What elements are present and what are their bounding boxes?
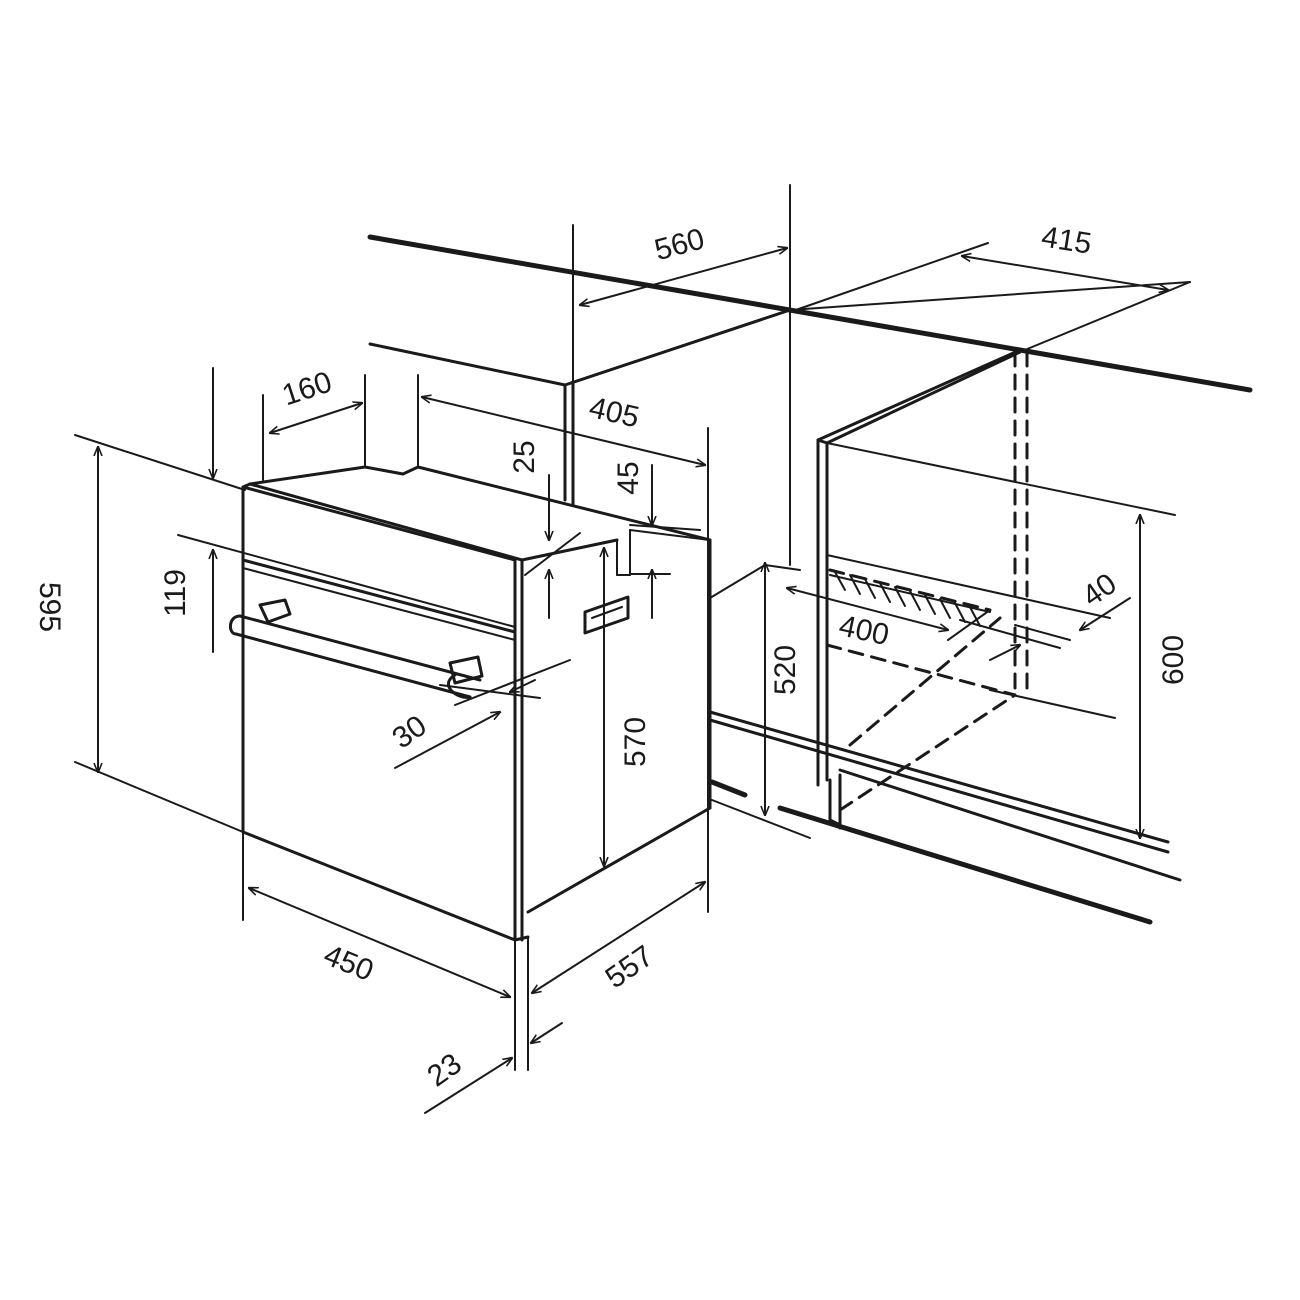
dim-570: 570 — [619, 717, 652, 767]
dimension-labels: 595 119 160 405 25 45 560 415 520 400 40… — [33, 220, 1190, 1093]
hidden-lines — [825, 350, 1029, 812]
dim-30: 30 — [386, 709, 432, 755]
oven — [229, 465, 712, 942]
dim-400: 400 — [836, 609, 892, 652]
dim-23: 23 — [421, 1047, 467, 1093]
handle — [229, 598, 484, 699]
dim-520: 520 — [769, 645, 802, 695]
dim-160: 160 — [278, 366, 336, 413]
dimension-lines — [74, 224, 1191, 1114]
dim-557: 557 — [600, 939, 660, 995]
dim-450: 450 — [319, 939, 378, 988]
dim-600: 600 — [1157, 635, 1190, 685]
dim-415: 415 — [1039, 220, 1094, 260]
dim-595: 595 — [33, 582, 66, 632]
dim-405: 405 — [586, 391, 642, 434]
dim-560: 560 — [651, 222, 708, 267]
dim-119: 119 — [159, 569, 192, 617]
dim-25: 25 — [508, 440, 541, 473]
dim-45: 45 — [612, 461, 645, 494]
